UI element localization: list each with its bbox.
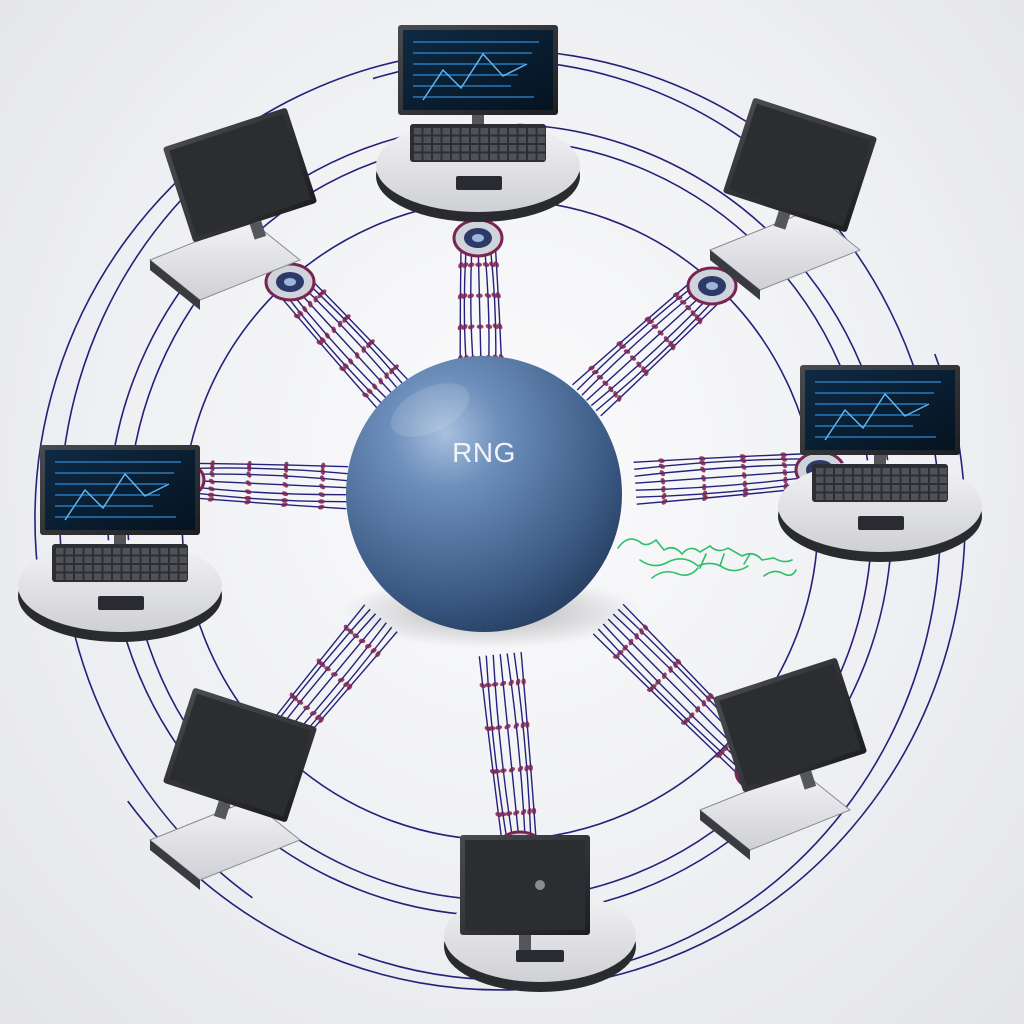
scribble-annotation-icon — [617, 538, 797, 579]
monitor-icon — [800, 365, 960, 471]
station-north-west[interactable] — [149, 107, 322, 310]
connector-node — [452, 218, 504, 258]
station-west[interactable] — [18, 445, 222, 642]
rng-hub[interactable]: RNG — [346, 356, 622, 632]
monitor-icon — [163, 108, 317, 242]
station-east[interactable] — [778, 365, 982, 562]
station-south-east[interactable] — [699, 657, 872, 860]
hub-label: RNG — [452, 437, 516, 468]
monitor-icon — [723, 98, 877, 232]
station-south-west[interactable] — [149, 687, 317, 890]
monitor-icon — [40, 445, 200, 551]
keyboard-icon — [812, 464, 948, 530]
keyboard-icon — [52, 544, 188, 610]
connector-node — [686, 266, 738, 306]
keyboard-icon — [410, 124, 546, 190]
monitor-icon — [398, 25, 558, 131]
network-node-icon — [346, 356, 622, 632]
monitor-icon — [460, 835, 590, 951]
station-north-east[interactable] — [709, 97, 877, 300]
stations — [18, 25, 982, 992]
monitor-icon — [713, 658, 867, 792]
station-north[interactable] — [376, 25, 580, 222]
cable-spoke — [478, 652, 538, 852]
station-south[interactable] — [444, 835, 636, 992]
monitor-icon — [163, 688, 317, 822]
